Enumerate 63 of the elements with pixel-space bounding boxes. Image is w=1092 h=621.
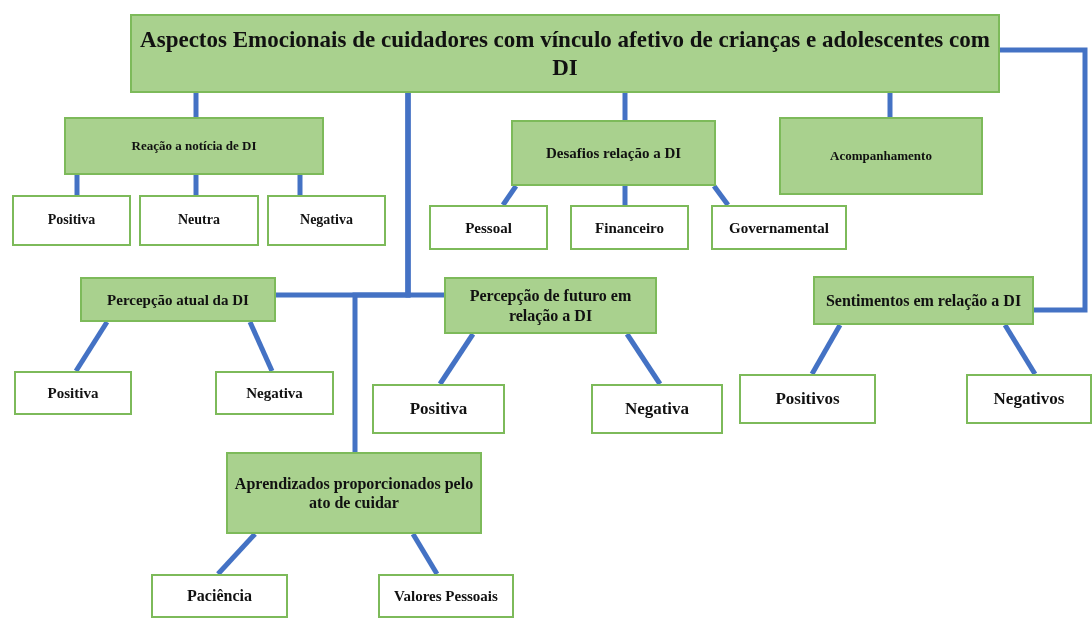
subtopic-box (570, 205, 689, 250)
subtopic-box (429, 205, 548, 250)
connector-line (500, 184, 519, 207)
box-label: Sentimentos em relação a DI (825, 290, 1022, 311)
topic-box (64, 117, 324, 175)
connector-line (887, 93, 893, 117)
box-label: Financeiro (595, 218, 664, 237)
subtopic-box (14, 371, 132, 415)
box-label: Positiva (409, 398, 468, 420)
topic-box (80, 277, 276, 322)
box-label: Desafios relação a DI (545, 144, 682, 162)
connector-line (247, 320, 275, 373)
box-label: Negativa (300, 212, 353, 229)
topic-box (779, 117, 983, 195)
box-label: Pessoal (465, 218, 512, 237)
connector-line (216, 532, 257, 576)
connector-line (73, 320, 110, 373)
subtopic-box (267, 195, 386, 246)
connector-line (193, 175, 199, 195)
topic-box (226, 452, 482, 534)
subtopic-box (139, 195, 259, 246)
box-label: Positiva (47, 212, 96, 229)
box-label: Paciência (187, 586, 252, 606)
box-label: Negativa (624, 398, 690, 420)
box-label: Positiva (47, 384, 99, 402)
box-label: Positivos (775, 388, 840, 410)
box-label: Percepção de futuro em relação a DI (468, 286, 633, 325)
box-label: Governamental (729, 218, 829, 237)
connector-line (809, 323, 843, 376)
connector-line (622, 93, 628, 120)
topic-box (511, 120, 716, 186)
subtopic-box (591, 384, 723, 434)
connector-line (193, 93, 199, 117)
box-label: Reação a notícia de DI (131, 138, 257, 154)
box-label: Acompanhamento (830, 148, 932, 164)
topic-box (130, 14, 1000, 93)
connector-line (712, 184, 730, 207)
box-label: Percepção atual da DI (107, 290, 249, 309)
box-label: Aspectos Emocionais de cuidadores com vínculo afetivo de crianças e adolescentes com DI (139, 25, 991, 82)
box-label: Negativa (246, 384, 303, 402)
connector-line (624, 332, 663, 386)
connector-line (352, 93, 411, 452)
connector-line (1002, 323, 1038, 376)
subtopic-box (739, 374, 876, 424)
connector-line (74, 175, 80, 195)
connector-line (437, 332, 476, 386)
box-label: Aprendizados proporcionados pelo ato de cuidar (234, 473, 474, 513)
box-label: Negativos (993, 388, 1065, 410)
connector-line (1000, 47, 1088, 313)
topic-box (444, 277, 657, 334)
subtopic-box (372, 384, 505, 434)
subtopic-box (215, 371, 334, 415)
subtopic-box (12, 195, 131, 246)
subtopic-box (711, 205, 847, 250)
connector-line (410, 532, 440, 576)
connector-line (297, 175, 303, 195)
box-label: Neutra (178, 212, 220, 229)
subtopic-box (151, 574, 288, 618)
subtopic-box (966, 374, 1092, 424)
subtopic-box (378, 574, 514, 618)
topic-box (813, 276, 1034, 325)
box-label: Valores Pessoais (394, 587, 498, 605)
connector-line (622, 186, 628, 205)
